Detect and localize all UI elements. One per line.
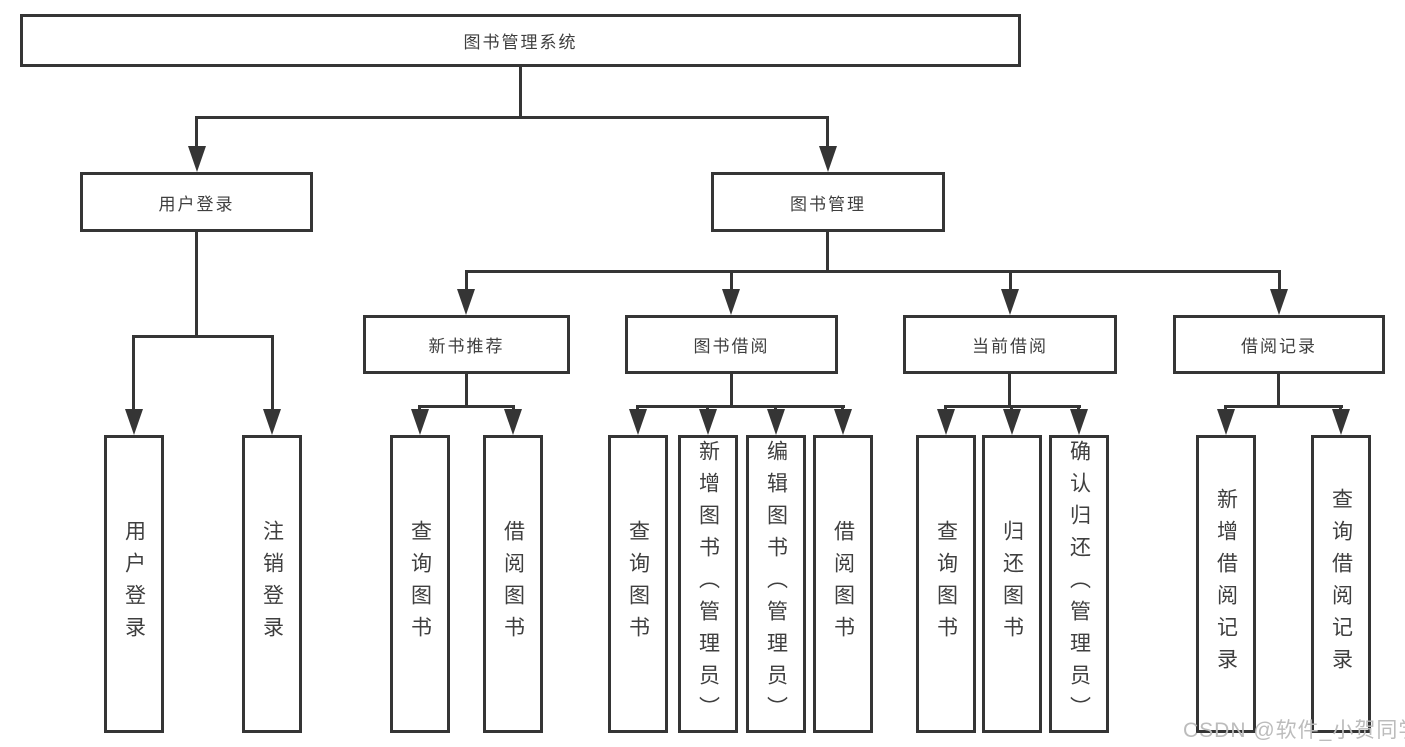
connector-stem (944, 405, 947, 411)
leaf-edit-book-admin: 编辑图书（管理员） (746, 435, 806, 733)
connector-stem (706, 405, 709, 411)
node-borrowing-records: 借阅记录 (1173, 315, 1385, 374)
node-library-management-system: 图书管理系统 (20, 14, 1021, 67)
connector-stem (418, 405, 421, 411)
node-current-borrowing: 当前借阅 (903, 315, 1117, 374)
arrow-down-icon (834, 409, 852, 435)
arrow-down-icon (1217, 409, 1235, 435)
leaf-label: 用户登录 (122, 520, 146, 648)
leaf-label: 新增图书（管理员） (696, 440, 720, 728)
arrow-down-icon (504, 409, 522, 435)
csdn-watermark: CSDN @软件_小贺同学 (1183, 719, 1405, 742)
connector-root-horizontal (195, 116, 829, 119)
arrow-down-icon (722, 289, 740, 315)
connector-stem (1278, 270, 1281, 291)
connector-horizontal (1224, 405, 1343, 408)
node-label: 图书借阅 (693, 337, 770, 356)
arrow-down-icon (937, 409, 955, 435)
leaf-query-borrow-record: 查询借阅记录 (1311, 435, 1371, 733)
connector-vertical (826, 229, 829, 272)
node-new-book-recommend: 新书推荐 (363, 315, 570, 374)
connector-stem (512, 405, 515, 411)
arrow-down-icon (819, 146, 837, 172)
arrow-down-icon (457, 289, 475, 315)
arrow-down-icon (767, 409, 785, 435)
arrow-down-icon (1003, 409, 1021, 435)
arrow-down-icon (629, 409, 647, 435)
connector-stem (1010, 405, 1013, 411)
node-label: 当前借阅 (972, 337, 1048, 356)
leaf-label: 编辑图书（管理员） (764, 440, 788, 728)
arrow-down-icon (263, 409, 281, 435)
arrow-down-icon (699, 409, 717, 435)
leaf-query-books-recommend: 查询图书 (390, 435, 450, 733)
connector-stem (1224, 405, 1227, 411)
leaf-label: 归还图书 (1000, 520, 1024, 648)
leaf-add-book-admin: 新增图书（管理员） (678, 435, 738, 733)
connector-stem (730, 270, 733, 291)
arrow-down-icon (125, 409, 143, 435)
connector-stem (636, 405, 639, 411)
arrow-down-icon (411, 409, 429, 435)
connector-stem (195, 116, 198, 148)
connector-horizontal (132, 335, 274, 338)
connector-stem (465, 270, 468, 291)
connector-vertical (1277, 372, 1280, 407)
connector-stem (774, 405, 777, 411)
connector-stem (1009, 270, 1012, 291)
leaf-label: 新增借阅记录 (1214, 488, 1238, 680)
node-book-management: 图书管理 (711, 172, 945, 232)
connector-vertical (1008, 372, 1011, 407)
leaf-logout: 注销登录 (242, 435, 302, 733)
node-label: 用户登录 (158, 194, 235, 214)
arrow-down-icon (1070, 409, 1088, 435)
node-label: 新书推荐 (428, 337, 505, 356)
arrow-down-icon (188, 146, 206, 172)
connector-stem (1339, 405, 1342, 411)
leaf-borrow-books-recommend: 借阅图书 (483, 435, 543, 733)
node-book-borrowing: 图书借阅 (625, 315, 838, 374)
arrow-down-icon (1270, 289, 1288, 315)
connector-stem (826, 116, 829, 148)
leaf-query-books-borrowing: 查询图书 (608, 435, 668, 733)
connector-vertical (195, 229, 198, 337)
leaf-label: 借阅图书 (831, 520, 855, 648)
node-label: 图书管理系统 (463, 33, 578, 52)
leaf-label: 查询图书 (934, 520, 958, 648)
leaf-label: 查询图书 (408, 520, 432, 648)
connector-stem (841, 405, 844, 411)
node-user-login: 用户登录 (80, 172, 313, 232)
connector-vertical (730, 372, 733, 407)
leaf-label: 确认归还（管理员） (1067, 440, 1091, 728)
leaf-label: 查询借阅记录 (1329, 488, 1353, 680)
connector-stem (132, 335, 135, 411)
connector-horizontal (465, 270, 1280, 273)
leaf-user-login: 用户登录 (104, 435, 164, 733)
connector-vertical (465, 372, 468, 407)
connector-horizontal (418, 405, 515, 408)
connector-root-vertical (519, 67, 522, 118)
connector-horizontal (636, 405, 845, 408)
leaf-confirm-return-admin: 确认归还（管理员） (1049, 435, 1109, 733)
leaf-label: 借阅图书 (501, 520, 525, 648)
leaf-borrow-books-borrowing: 借阅图书 (813, 435, 873, 733)
connector-stem (1077, 405, 1080, 411)
node-label: 图书管理 (790, 194, 866, 214)
leaf-query-books-current: 查询图书 (916, 435, 976, 733)
leaf-add-borrow-record: 新增借阅记录 (1196, 435, 1256, 733)
arrow-down-icon (1332, 409, 1350, 435)
leaf-label: 注销登录 (260, 520, 284, 648)
leaf-label: 查询图书 (626, 520, 650, 648)
leaf-return-book: 归还图书 (982, 435, 1042, 733)
connector-stem (271, 335, 274, 411)
node-label: 借阅记录 (1241, 337, 1317, 356)
arrow-down-icon (1001, 289, 1019, 315)
